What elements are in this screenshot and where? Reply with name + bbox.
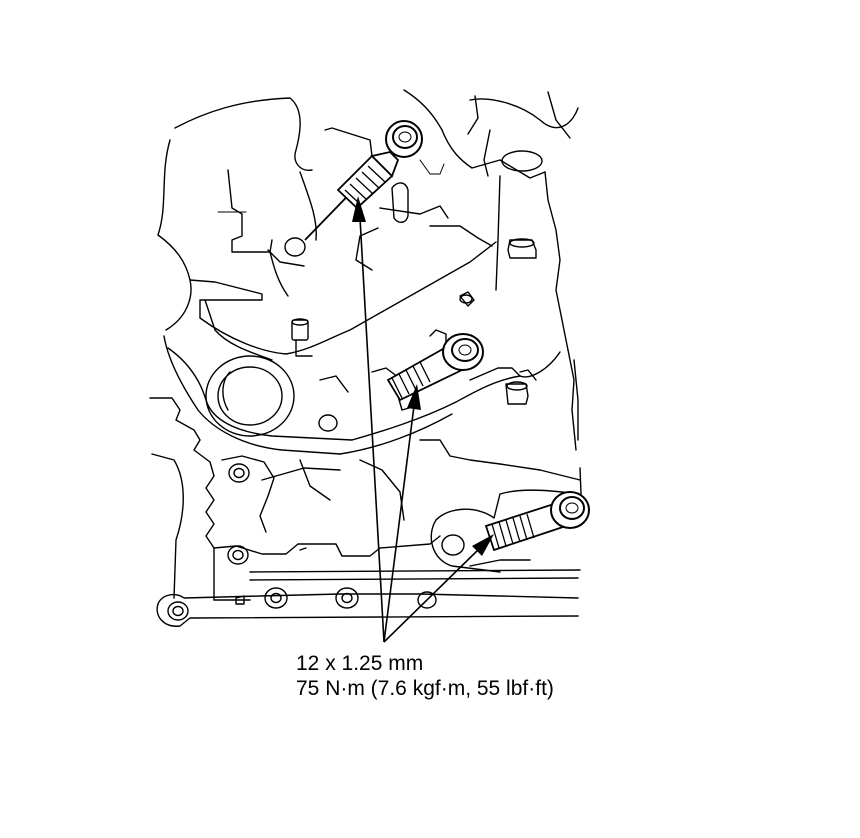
leader-line-middle xyxy=(383,405,415,643)
leader-line-lower xyxy=(383,549,479,643)
arrowhead-middle xyxy=(407,384,421,410)
bolt-lower-threads xyxy=(491,513,535,549)
leader-lines xyxy=(352,196,494,643)
arrowhead-upper xyxy=(352,196,366,222)
torque-specification-callout: 12 x 1.25 mm 75 N·m (7.6 kgf·m, 55 lbf·f… xyxy=(296,651,554,701)
bolt-upper xyxy=(304,120,423,241)
bolt-middle xyxy=(386,333,484,402)
bolt-lower xyxy=(484,491,590,552)
torque-value-label: 75 N·m (7.6 kgf·m, 55 lbf·ft) xyxy=(296,677,554,700)
leader-line-upper xyxy=(359,217,385,643)
bolt-size-label: 12 x 1.25 mm xyxy=(296,652,424,675)
arrowhead-lower xyxy=(472,534,494,556)
assembly-line-art xyxy=(149,89,583,627)
bolt-middle-threads xyxy=(391,361,431,399)
